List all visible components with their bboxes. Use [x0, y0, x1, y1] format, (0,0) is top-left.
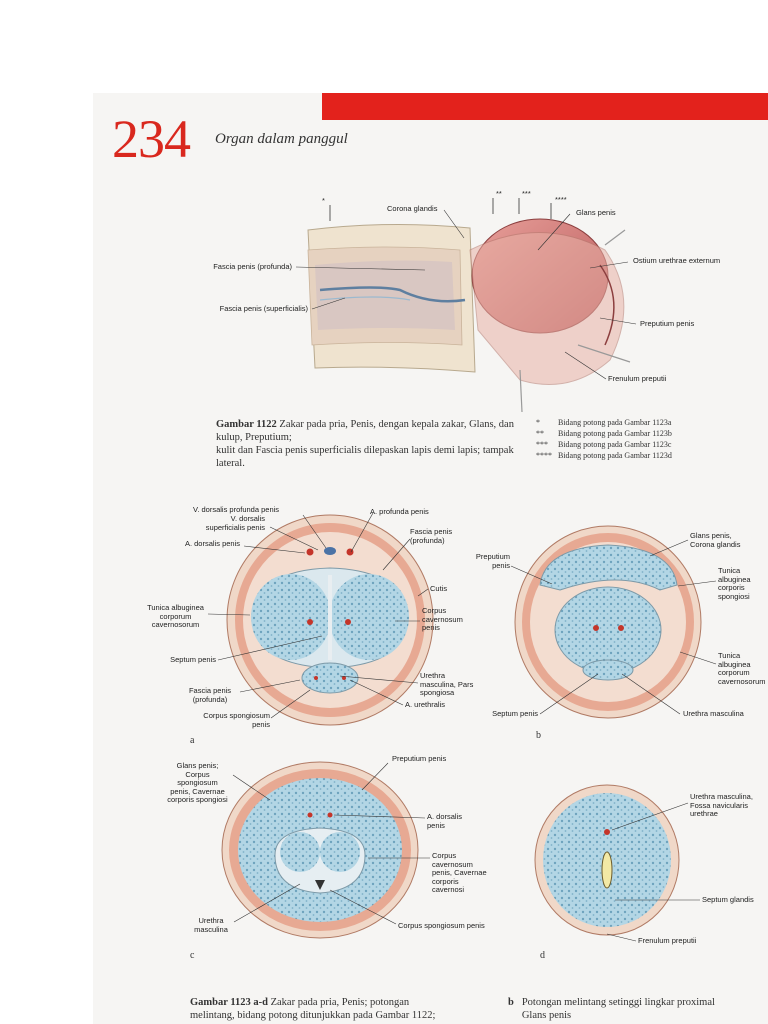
- legend-key: ****: [536, 451, 552, 460]
- sublabel-c: c: [190, 950, 195, 961]
- marker-1: *: [322, 196, 325, 205]
- label-glans-penis: Glans penis: [576, 208, 616, 217]
- label-tunica-spongiosi: Tunica albuginea corporis spongiosi: [718, 566, 751, 601]
- label-preputium: Preputium penis: [640, 319, 695, 328]
- caption-1122: Gambar 1122 Zakar pada pria, Penis, deng…: [216, 418, 516, 470]
- caption-1123-title: Gambar 1123 a-d: [190, 997, 268, 1008]
- label-septum-b: Septum penis: [492, 709, 538, 718]
- marker-3: ***: [522, 189, 531, 198]
- label-v-dorsalis-superficialis: V. dorsalis superficialis penis: [205, 514, 265, 532]
- label-a-dorsalis-c: A. dorsalis penis: [427, 812, 463, 830]
- legend-text: Bidang potong pada Gambar 1123c: [558, 440, 672, 449]
- label-urethra-c: Urethra masculina: [194, 916, 228, 934]
- label-a-profunda: A. profunda penis: [370, 507, 429, 516]
- label-glans-b: Glans penis, Corona glandis: [690, 531, 741, 549]
- label-preputium-c: Preputium penis: [392, 754, 447, 763]
- caption-1122-text: Zakar pada pria, Penis, dengan kepala za…: [216, 419, 514, 469]
- label-cutis: Cutis: [430, 584, 448, 593]
- label-tunica-cavernosorum: Tunica albuginea corporum cavernosorum: [147, 603, 204, 629]
- marker-4: ****: [555, 195, 567, 204]
- cut-plane-legend: * Bidang potong pada Gambar 1123a ** Bidan…: [536, 417, 672, 461]
- legend-key: ***: [536, 440, 548, 449]
- label-fascia-superficialis: Fascia penis (superficialis): [219, 304, 308, 313]
- legend-row: * Bidang potong pada Gambar 1123a: [536, 417, 672, 428]
- caption-1123-b-text: Potongan melintang setinggi lingkar prox…: [521, 997, 715, 1021]
- caption-1122-title: Gambar 1122: [216, 419, 277, 430]
- marker-2: **: [496, 189, 502, 198]
- page-number: 234: [112, 109, 191, 169]
- label-ostium: Ostium urethrae externum: [633, 256, 721, 265]
- label-urethra-d: Urethra masculina, Fossa navicularis ure…: [690, 792, 753, 818]
- label-fascia-penis-a: Fascia penis (profunda): [410, 527, 453, 545]
- label-fascia-profunda: Fascia penis (profunda): [213, 262, 292, 271]
- page-background: [93, 93, 768, 1024]
- sublabel-d: d: [540, 950, 545, 961]
- caption-1123-b: b Potongan melintang setinggi lingkar pr…: [508, 996, 763, 1022]
- label-corpus-cavernosum-c: Corpus cavernosum penis, Cavernae corpor…: [432, 851, 487, 894]
- label-septum-glandis: Septum glandis: [702, 895, 754, 904]
- label-v-dorsalis-profunda: V. dorsalis profunda penis: [193, 505, 280, 514]
- label-corpus-spongiosum-c: Corpus spongiosum penis: [398, 921, 485, 930]
- label-urethra-a: Urethra masculina, Pars spongiosa: [420, 671, 474, 697]
- legend-row: ** Bidang potong pada Gambar 1123b: [536, 428, 672, 439]
- legend-row: **** Bidang potong pada Gambar 1123d: [536, 450, 672, 461]
- label-corona-glandis: Corona glandis: [387, 204, 438, 213]
- label-a-urethralis: A. urethralis: [405, 700, 446, 709]
- sublabel-b: b: [536, 730, 541, 741]
- legend-text: Bidang potong pada Gambar 1123b: [558, 429, 672, 438]
- header-red-bar: [322, 93, 768, 120]
- label-a-dorsalis: A. dorsalis penis: [184, 539, 240, 548]
- legend-text: Bidang potong pada Gambar 1123d: [558, 451, 672, 460]
- label-corpus-spongiosum-a: Corpus spongiosum penis: [203, 711, 270, 729]
- label-tunica-cavernosorum-b: Tunica albuginea corporum cavernosorum: [718, 651, 766, 686]
- legend-key: **: [536, 429, 544, 438]
- label-fascia-penis-a2: Fascia penis (profunda): [188, 686, 232, 704]
- caption-1123-text: Zakar pada pria, Penis; potongan melinta…: [190, 997, 436, 1021]
- label-frenulum: Frenulum preputii: [608, 374, 667, 383]
- label-urethra-b: Urethra masculina: [683, 709, 744, 718]
- legend-text: Bidang potong pada Gambar 1123a: [558, 418, 672, 427]
- caption-1123-b-key: b: [508, 997, 514, 1008]
- label-preputium-b: Preputium penis: [475, 552, 510, 570]
- label-frenulum-d: Frenulum preputii: [638, 936, 697, 945]
- legend-key: *: [536, 418, 540, 427]
- label-corpus-cavernosum-a: Corpus cavernosum penis: [422, 606, 463, 632]
- caption-1123: Gambar 1123 a-d Zakar pada pria, Penis; …: [190, 996, 490, 1022]
- label-septum-a: Septum penis: [170, 655, 216, 664]
- legend-row: *** Bidang potong pada Gambar 1123c: [536, 439, 672, 450]
- chapter-title: Organ dalam panggul: [215, 131, 348, 147]
- label-glans-c: Glans penis; Corpus spongiosum penis, Ca…: [167, 761, 228, 804]
- sublabel-a: a: [190, 735, 195, 746]
